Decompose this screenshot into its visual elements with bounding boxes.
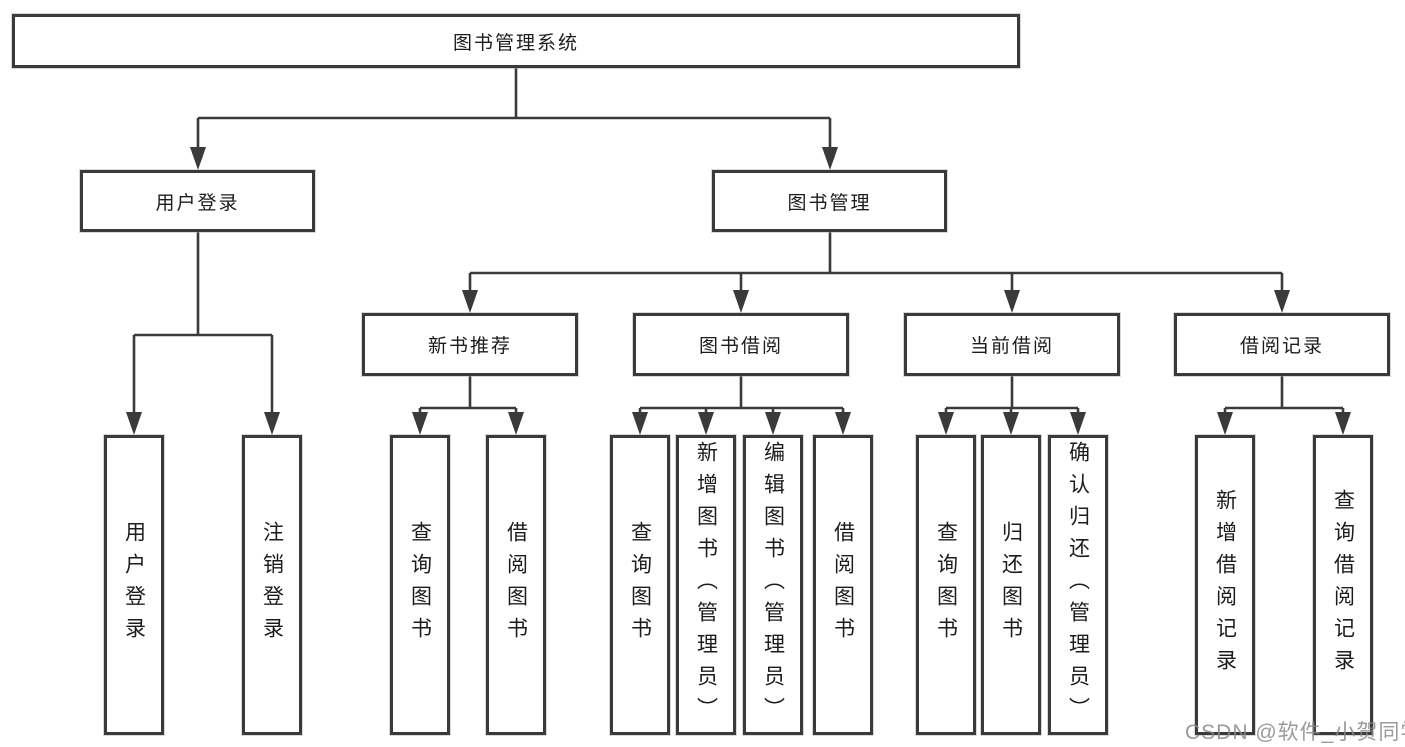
leaf-return-book: 归还图书 [981,435,1041,735]
leaf-edit-book-admin: 编辑图书（管理员） [743,435,803,735]
leaf-add-book-admin: 新增图书（管理员） [676,435,736,735]
node-current-borrowing: 当前借阅 [904,313,1120,376]
node-book-management: 图书管理 [712,170,947,232]
leaf-query-borrow-record: 查询借阅记录 [1313,435,1373,735]
leaf-query-books-recommend: 查询图书 [390,435,450,735]
watermark-text: CSDN @软件_小贺同学 [1185,721,1405,744]
leaf-borrow-books-recommend: 借阅图书 [486,435,546,735]
leaf-borrow-books-borrowing: 借阅图书 [813,435,873,735]
leaf-query-books-current: 查询图书 [916,435,976,735]
node-borrowing-records: 借阅记录 [1174,313,1390,376]
node-user-login: 用户登录 [80,170,315,232]
node-new-book-recommend: 新书推荐 [362,313,578,376]
leaf-logout: 注销登录 [242,435,302,735]
node-root: 图书管理系统 [12,14,1020,68]
leaf-add-borrow-record: 新增借阅记录 [1195,435,1255,735]
leaf-query-books-borrowing: 查询图书 [610,435,670,735]
leaf-confirm-return-admin: 确认归还（管理员） [1048,435,1108,735]
node-book-borrowing: 图书借阅 [633,313,849,376]
leaf-user-login: 用户登录 [104,435,164,735]
